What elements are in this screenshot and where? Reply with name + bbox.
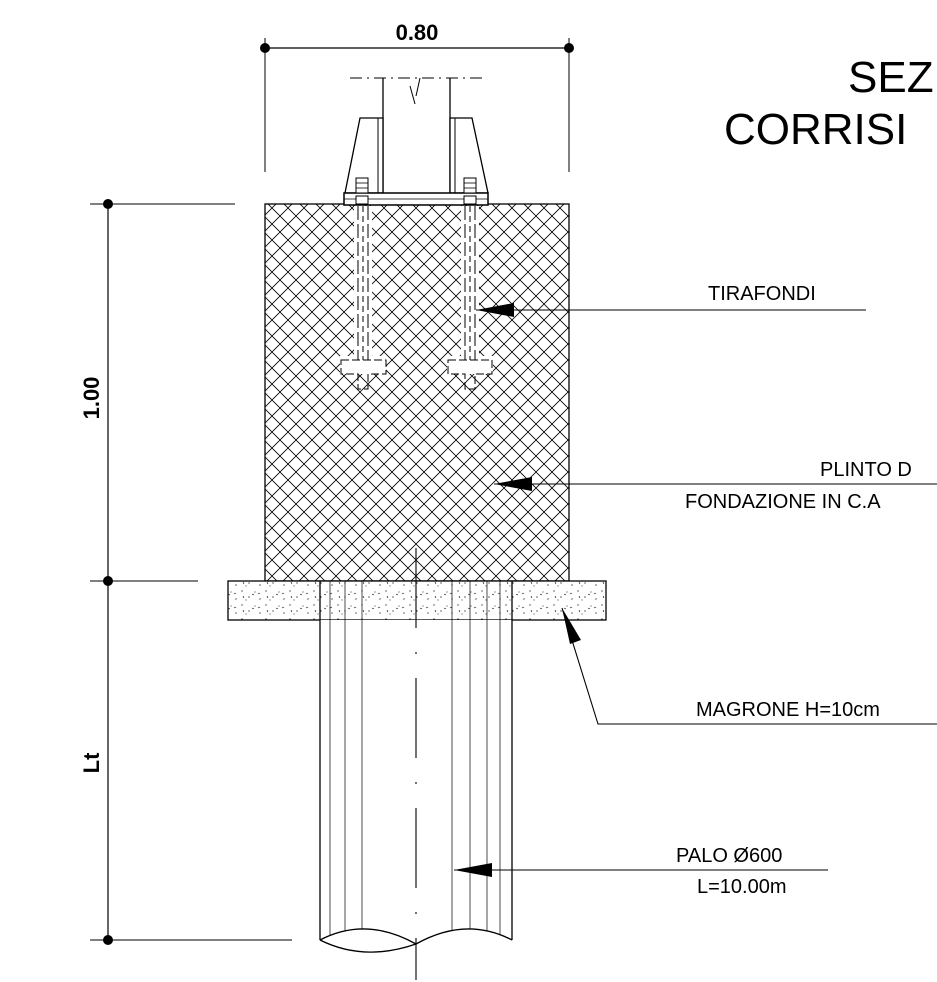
- leader-palo: PALO Ø600 L=10.00m: [454, 845, 828, 898]
- label-palo-line2: L=10.00m: [697, 876, 787, 898]
- width-dimension: 0.80: [260, 20, 574, 172]
- title-line-1: SEZ: [848, 53, 934, 102]
- label-plinto-line1: PLINTO D: [820, 459, 912, 481]
- leader-magrone: MAGRONE H=10cm: [561, 607, 937, 725]
- label-plinto-line2: FONDAZIONE IN C.A: [685, 491, 881, 513]
- column-base: [343, 77, 489, 206]
- label-tirafondi: TIRAFONDI: [708, 283, 816, 305]
- plinth: [264, 203, 570, 582]
- anchor-bolt-left: [340, 206, 387, 390]
- height-dimension: 1.00 Lt: [79, 199, 292, 945]
- plinth-height-label: 1.00: [79, 377, 104, 420]
- title-line-2: CORRISI: [724, 105, 907, 154]
- leader-tirafondi: TIRAFONDI: [476, 283, 866, 317]
- pile-length-label: Lt: [79, 752, 104, 773]
- label-magrone: MAGRONE H=10cm: [696, 699, 880, 721]
- leader-plinto: PLINTO D FONDAZIONE IN C.A: [494, 459, 937, 513]
- anchor-bolt-right: [447, 206, 493, 390]
- section-title: SEZ CORRISI: [724, 53, 934, 154]
- lean-concrete-layer: [227, 580, 607, 621]
- anchor-bolts: [340, 206, 493, 390]
- width-dimension-label: 0.80: [396, 20, 439, 45]
- label-palo-line1: PALO Ø600: [676, 845, 782, 867]
- pile: [319, 581, 513, 953]
